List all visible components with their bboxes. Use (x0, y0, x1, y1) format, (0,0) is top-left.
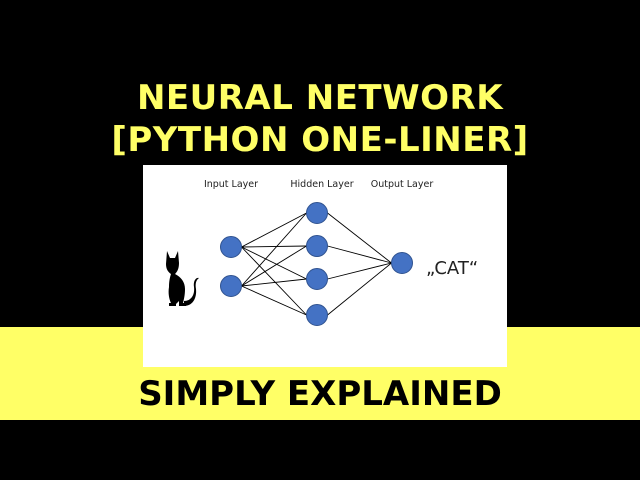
title-line-1: NEURAL NETWORK (136, 78, 504, 118)
bottom-band (0, 420, 640, 480)
input-layer-label: Input Layer (204, 179, 258, 190)
network-svg: Input Layer Hidden Layer Output Layer „C… (166, 179, 478, 326)
node-layer0-0 (220, 236, 242, 258)
edge-l0-0-1 (241, 245, 307, 248)
cat-icon (166, 251, 199, 306)
edges-group (241, 212, 392, 316)
edge-l0-1-1 (241, 245, 307, 287)
node-layer1-0 (306, 202, 328, 224)
node-layer0-1 (220, 275, 242, 297)
neural-network-diagram: Input Layer Hidden Layer Output Layer „C… (143, 165, 507, 367)
node-layer1-3 (306, 304, 328, 326)
nodes-group (220, 202, 413, 326)
hidden-layer-label: Hidden Layer (290, 179, 353, 190)
node-layer2-0 (391, 252, 413, 274)
edge-l1-0-0 (327, 212, 392, 264)
edge-l0-0-0 (241, 212, 307, 248)
title-line-2: [PYTHON ONE-LINER] (111, 120, 529, 160)
output-layer-label: Output Layer (371, 179, 434, 190)
edge-l0-1-2 (241, 278, 307, 287)
node-layer1-2 (306, 268, 328, 290)
subtitle: SIMPLY EXPLAINED (138, 374, 502, 414)
node-layer1-1 (306, 235, 328, 257)
edge-l0-1-0 (241, 212, 307, 287)
edge-l1-2-0 (327, 262, 392, 280)
edge-l1-1-0 (327, 245, 392, 264)
edge-l1-3-0 (327, 262, 392, 316)
edge-l0-0-2 (241, 246, 307, 280)
edge-l0-1-3 (241, 285, 307, 316)
edge-l0-0-3 (241, 246, 307, 316)
output-text: „CAT“ (426, 258, 478, 279)
